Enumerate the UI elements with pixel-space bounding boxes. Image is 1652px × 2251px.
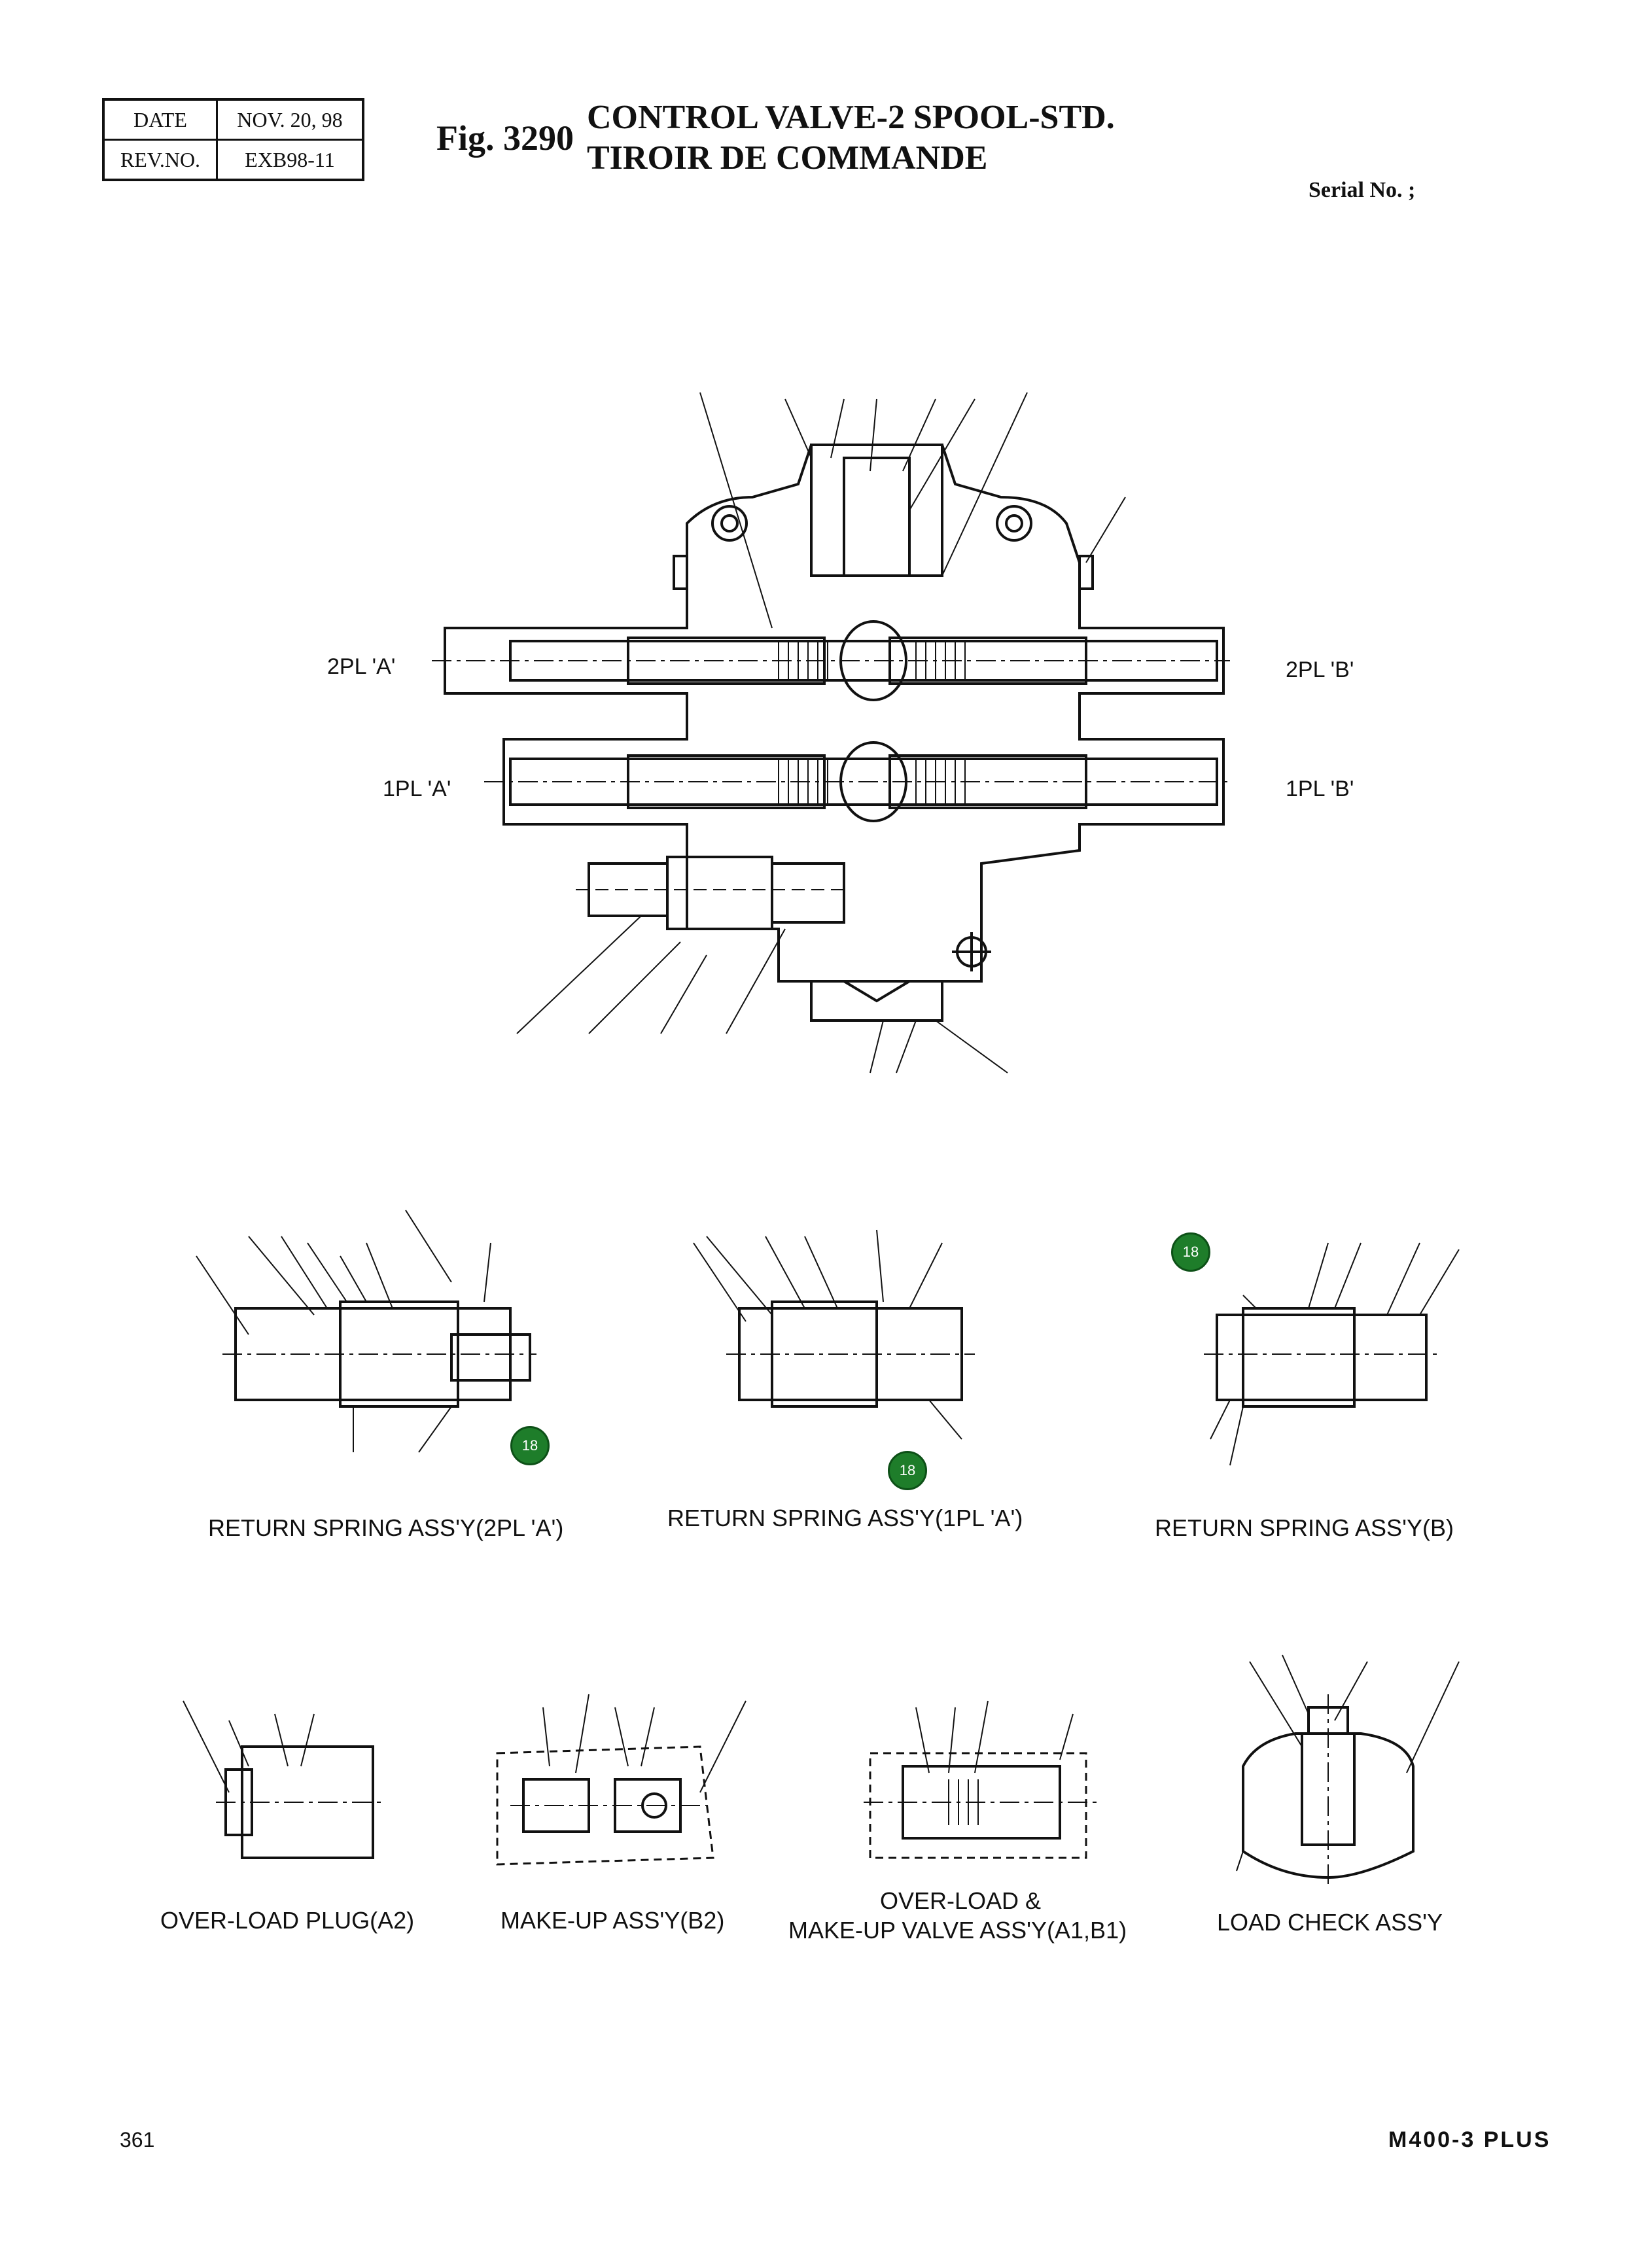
return-spring-assy-1pl-a [693,1229,975,1440]
callout-18-2pl-a[interactable]: 18 [510,1426,550,1465]
caption-load-check-assy: LOAD CHECK ASS'Y [1217,1909,1443,1936]
caption-return-spring-2pl-a: RETURN SPRING ASS'Y(2PL 'A') [208,1514,564,1541]
port-label-2pl-b: 2PL 'B' [1286,657,1354,682]
caption-over-load-make-up-line2: MAKE-UP VALVE ASS'Y(A1,B1) [788,1917,1127,1944]
port-label-1pl-a: 1PL 'A' [383,777,451,801]
revno-label: REV.NO. [102,139,218,181]
revision-row-revno: REV.NO. EXB98-11 [102,139,364,181]
make-up-assy-b2 [496,1694,747,1866]
revision-table: DATE NOV. 20, 98 REV.NO. EXB98-11 [102,98,364,181]
callout-18-1pl-a[interactable]: 18 [888,1451,927,1490]
page-subtitle: TIROIR DE COMMANDE [587,139,988,177]
main-valve-body [432,392,1230,1073]
callout-18-b[interactable]: 18 [1171,1232,1210,1272]
port-label-1pl-b: 1PL 'B' [1286,777,1354,801]
date-value: NOV. 20, 98 [216,98,364,141]
page-title: CONTROL VALVE-2 SPOOL-STD. [587,99,1115,136]
caption-return-spring-b: RETURN SPRING ASS'Y(B) [1155,1514,1454,1541]
return-spring-assy-2pl-a [196,1210,536,1453]
over-load-make-up-valve-assy [864,1700,1099,1859]
revno-value: EXB98-11 [216,139,364,181]
caption-return-spring-1pl-a: RETURN SPRING ASS'Y(1PL 'A') [667,1505,1023,1531]
caption-over-load-plug: OVER-LOAD PLUG(A2) [160,1907,415,1934]
figure-number: Fig. 3290 [436,118,574,158]
caption-over-load-make-up-line1: OVER-LOAD & [880,1887,1042,1914]
model-name: M400-3 PLUS [1388,2127,1551,2152]
load-check-assy [1236,1654,1460,1884]
revision-row-date: DATE NOV. 20, 98 [102,98,364,141]
over-load-plug-a2 [183,1700,386,1859]
caption-make-up-assy: MAKE-UP ASS'Y(B2) [501,1907,725,1934]
port-label-2pl-a: 2PL 'A' [327,654,396,679]
serial-number-label: Serial No. ; [1309,178,1416,202]
return-spring-assy-b [1204,1242,1460,1466]
page-number: 361 [120,2128,155,2152]
date-label: DATE [102,98,218,141]
